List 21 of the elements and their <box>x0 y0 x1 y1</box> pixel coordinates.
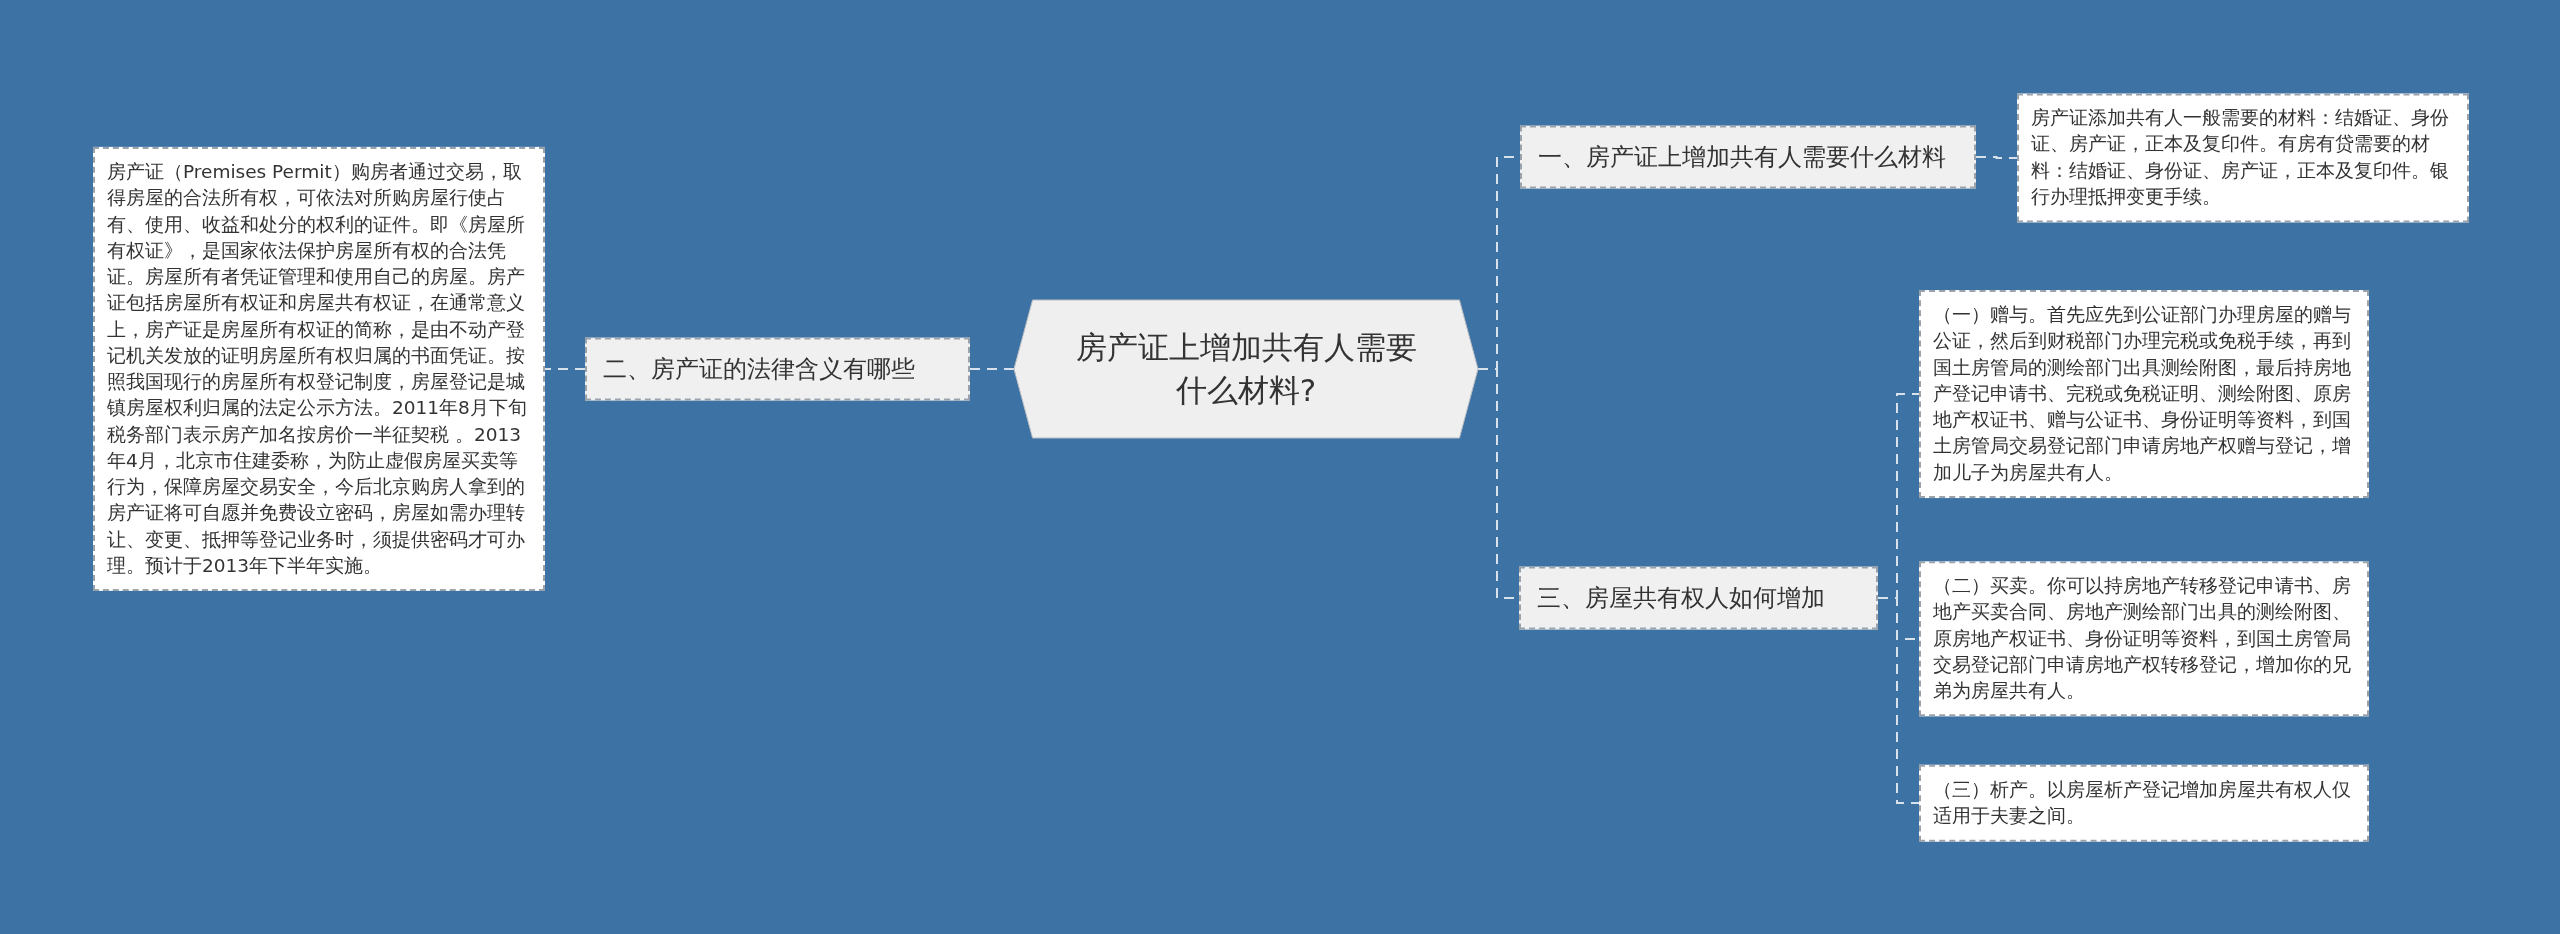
central-topic-hexagon <box>1014 300 1478 438</box>
node-text: 二、房产证的法律含义有哪些 <box>603 353 915 385</box>
topic-box <box>585 337 970 401</box>
note-box <box>1919 290 2369 498</box>
node-text: 三、房屋共有权人如何增加 <box>1537 582 1825 614</box>
topic-box <box>1519 566 1878 630</box>
note-box <box>2017 93 2469 223</box>
note-box <box>1919 561 2369 717</box>
node-text: 房产证上增加共有人需要什么材料? <box>1074 327 1418 410</box>
connector-line <box>969 368 1015 370</box>
node-text: 房产证添加共有人一般需要的材料：结婚证、身份证、房产证，正本及复印件。有房有贷需要的材料：结婚证、身份证、房产证，正本及复印件。银行办理抵押变更手续。 <box>2031 106 2450 210</box>
connector-line <box>544 368 586 370</box>
connector-line <box>1975 156 2018 159</box>
node-text: （三）析产。以房屋析产登记增加房屋共有权人仅适用于夫妻之间。 <box>1933 777 2352 828</box>
connector-line <box>1877 597 1920 804</box>
note-box <box>1919 764 2369 842</box>
node-text: 房产证（Premises Permit）购房者通过交易，取得房屋的合法所有权，可依法对所购房屋行使占有、使用、收益和处分的权利的证件。即《房屋所有权证》，是国家依法保护房屋所有权的合法凭证。房屋所有者凭证管理和使用自己的房屋。房产证包括房屋所有权证和房屋共有权证，在通常意义上，房产证是房屋所有权证的简称，是由不动产登记机关发放的证明房屋所有权归属的书面凭证。按照我国现行的房屋所有权登记制度，房屋登记是城镇房屋权利归属的法定公示方法。2011年8月下旬税务部门表示房产加名按房价一半征契税 。2013年4月，北京市住建委称，为防止虚假房屋买卖等行为，保障房屋交易安全，今后北京购房人拿到的房产证将可自愿并免费设立密码，房屋如需办理转让、变更、抵押等登记业务时，须提供密码才可办理。预计于2013年下半年实施。 <box>107 159 528 578</box>
topic-box <box>1520 125 1976 189</box>
node-text: （一）赠与。首先应先到公证部门办理房屋的赠与公证，然后到财税部门办理完税或免税手续，再到国土房管局的测绘部门出具测绘附图，最后持房地产登记申请书、完税或免税证明、测绘附图、原房地产权证书、赠与公证书、身份证明等资料，到国土房管局交易登记部门申请房地产权赠与登记，增加儿子为房屋共有人。 <box>1933 303 2352 485</box>
node-text: 一、房产证上增加共有人需要什么材料 <box>1538 141 1946 173</box>
node-text: （二）买卖。你可以持房地产转移登记申请书、房地产买卖合同、房地产测绘部门出具的测绘附图、原房地产权证书、身份证明等资料，到国土房管局交易登记部门申请房地产权转移登记，增加你的兄弟为房屋共有人。 <box>1933 574 2352 704</box>
